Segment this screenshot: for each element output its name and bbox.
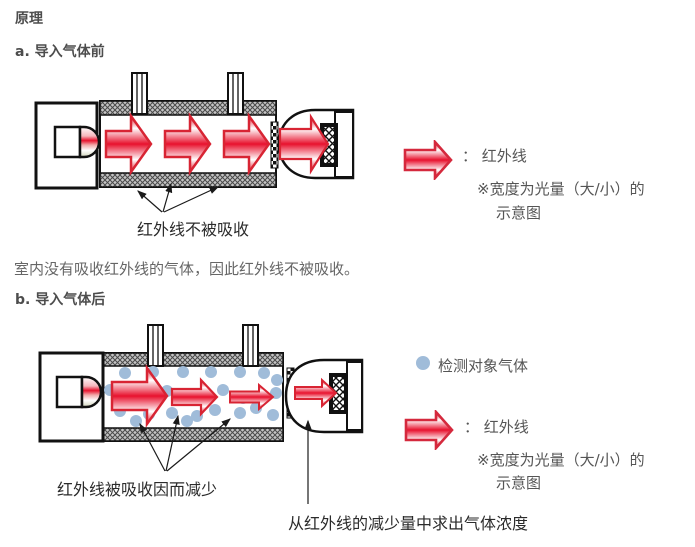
infrared-arrow-icon bbox=[404, 410, 454, 450]
legend-a-infrared-label: ： 红外线 bbox=[462, 147, 527, 165]
cell-wall-bottom bbox=[99, 172, 277, 188]
gas-outlet-pipe bbox=[227, 72, 244, 115]
legend-b-infrared-label: ： 红外线 bbox=[464, 418, 529, 436]
gas-inlet-pipe bbox=[131, 72, 148, 115]
lamp-icon bbox=[55, 375, 103, 409]
legend-a-width-note-line1: ※宽度为光量（大/小）的 bbox=[477, 180, 645, 198]
diagram-b-after-gas bbox=[38, 324, 364, 504]
lamp-icon bbox=[53, 125, 101, 159]
diagram-a-label: 红外线不被吸收 bbox=[137, 220, 250, 239]
infrared-arrow-medium bbox=[170, 377, 219, 417]
diagram-b-concentration-label: 从红外线的减少量中求出气体浓度 bbox=[288, 514, 529, 533]
gas-outlet-pipe bbox=[242, 324, 259, 367]
infrared-arrow-icon bbox=[403, 140, 453, 180]
cell-wall-top bbox=[99, 100, 277, 116]
section-a-heading: a. 导入气体前 bbox=[15, 44, 105, 60]
cell-wall-bottom bbox=[102, 427, 284, 442]
annotation-arrows bbox=[137, 182, 220, 213]
section-a-note: 室内没有吸收红外线的气体，因此红外线不被吸收。 bbox=[14, 260, 360, 278]
infrared-arrow bbox=[278, 113, 330, 175]
annotation-arrows bbox=[139, 414, 312, 504]
detector-back bbox=[346, 361, 363, 431]
page-title: 原理 bbox=[15, 11, 43, 27]
diagram-a-before-gas bbox=[34, 72, 355, 213]
infrared-arrow bbox=[163, 112, 212, 176]
gas-inlet-pipe bbox=[147, 324, 164, 367]
infrared-arrow bbox=[104, 112, 153, 176]
infrared-arrow-smallest bbox=[294, 377, 338, 409]
section-b-heading: b. 导入气体后 bbox=[15, 292, 106, 308]
legend-b-width-note-line2: 示意图 bbox=[496, 474, 542, 492]
legend-a-width-note-line2: 示意图 bbox=[496, 204, 542, 222]
infrared-arrow-large bbox=[110, 364, 169, 428]
legend-b-gas-label: 检测对象气体 bbox=[438, 357, 529, 375]
infrared-arrow bbox=[222, 112, 271, 176]
gas-dot-icon bbox=[416, 356, 430, 370]
optical-filter bbox=[270, 121, 279, 169]
infrared-arrow-small bbox=[229, 382, 275, 412]
diagram-b-absorb-label: 红外线被吸收因而减少 bbox=[57, 480, 218, 499]
legend-b-width-note-line1: ※宽度为光量（大/小）的 bbox=[477, 451, 645, 469]
